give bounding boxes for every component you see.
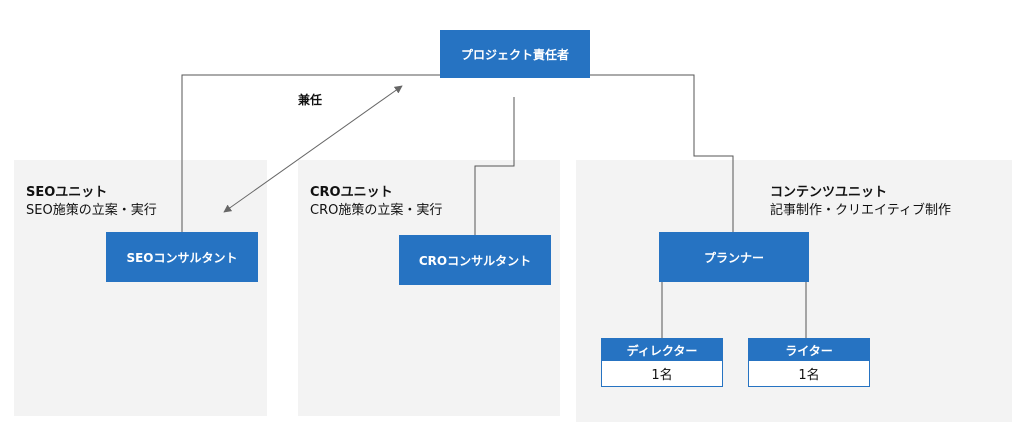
cro-unit-desc: CRO施策の立案・実行 [310, 203, 443, 218]
director-card: ディレクター 1名 [601, 338, 723, 387]
director-title: ディレクター [602, 339, 722, 361]
project-lead-box: プロジェクト責任者 [440, 30, 590, 78]
cro-unit-title: CROユニット [310, 185, 393, 200]
director-count: 1名 [651, 368, 673, 383]
dual-role-label: 兼任 [298, 93, 323, 107]
planner-box: プランナー [659, 232, 809, 282]
seo-unit-title: SEOユニット [26, 185, 108, 200]
writer-title: ライター [749, 339, 869, 361]
seo-consultant-box: SEOコンサルタント [106, 232, 258, 282]
content-unit-title: コンテンツユニット [770, 185, 888, 200]
content-unit-desc: 記事制作・クリエイティブ制作 [770, 203, 951, 218]
dual-role-arrow [223, 85, 403, 213]
seo-unit-desc: SEO施策の立案・実行 [26, 203, 157, 218]
writer-count: 1名 [798, 368, 820, 383]
connector-content [590, 74, 734, 232]
writer-card: ライター 1名 [748, 338, 870, 387]
connector-cro [474, 97, 515, 235]
cro-consultant-box: CROコンサルタント [399, 235, 551, 285]
connector-seo [181, 74, 440, 160]
